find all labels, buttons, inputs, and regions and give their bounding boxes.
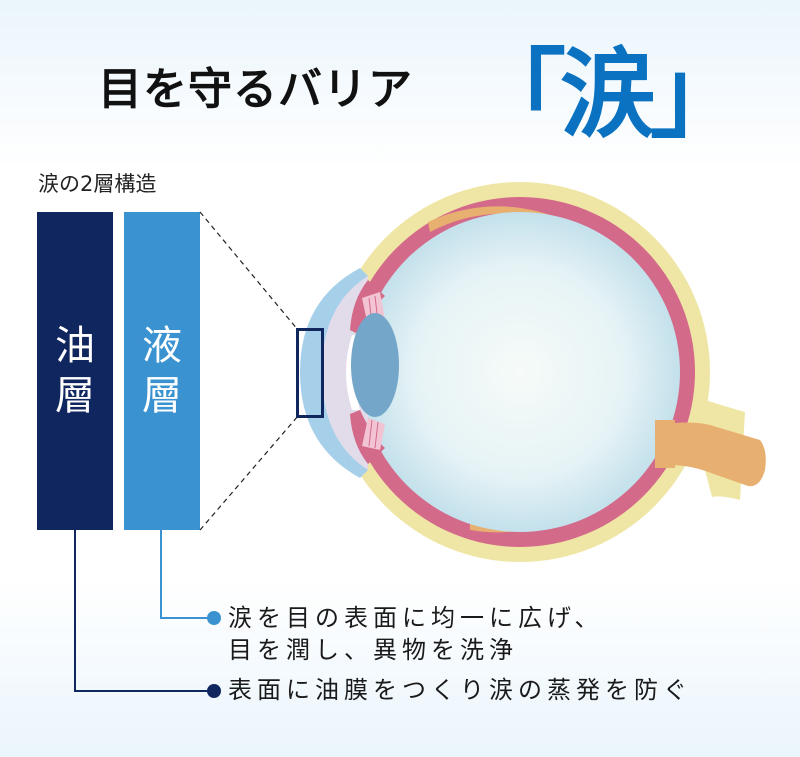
lens: [351, 313, 399, 417]
oil-layer-description: 表面に油膜をつくり涙の蒸発を防ぐ: [228, 674, 692, 706]
liquid-layer-label-1: 液: [142, 323, 182, 369]
liquid-layer-label-2: 層: [142, 373, 182, 419]
optic-nerve: [660, 422, 766, 487]
zoom-line-bottom: [199, 415, 299, 531]
page-title: 目を守るバリア: [98, 64, 413, 115]
vitreous-body: [360, 212, 680, 532]
liquid-layer-description: 涙を目の表面に均一に広げ、 目を潤し、異物を洗浄: [228, 602, 603, 666]
zonule-bottom: [362, 418, 385, 450]
liquid-connector-line: [160, 530, 213, 619]
liquid-desc-line-2: 目を潤し、異物を洗浄: [228, 636, 518, 664]
oil-layer-box: 油 層: [37, 212, 113, 530]
zoom-line-top: [199, 211, 299, 331]
oil-layer-label-2: 層: [55, 373, 95, 419]
tear-film-highlight-box: [296, 328, 324, 418]
page-title-accent: 「涙」: [470, 39, 746, 151]
optic-disc: [655, 420, 675, 468]
oil-layer-label-1: 油: [55, 323, 95, 369]
liquid-connector-dot: [207, 611, 221, 625]
liquid-layer-box: 液 層: [124, 212, 200, 530]
oil-desc-line-1: 表面に油膜をつくり涙の蒸発を防ぐ: [228, 676, 692, 704]
structure-subtitle: 涙の2層構造: [38, 172, 157, 196]
oil-connector-dot: [207, 684, 221, 698]
cornea: [300, 268, 368, 478]
liquid-desc-line-1: 涙を目の表面に均一に広げ、: [228, 604, 604, 632]
oil-connector-line: [74, 530, 213, 692]
